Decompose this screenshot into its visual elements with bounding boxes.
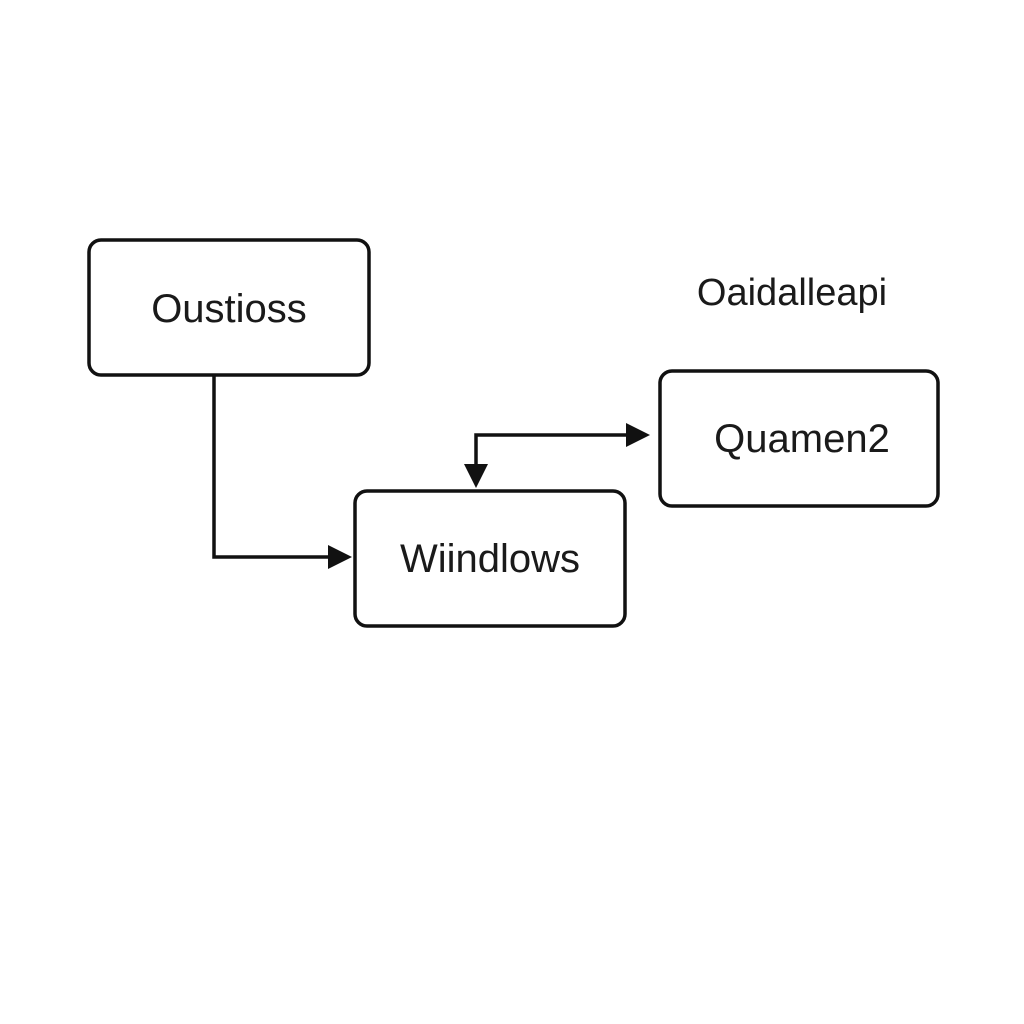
node-oustioss-label: Oustioss [151,287,307,331]
edge-windows-quamen [464,423,650,488]
node-windows: Wiindlows [353,489,627,628]
node-quamen-box [658,369,940,508]
edge-windows-quamen-arrowhead-down [464,464,488,488]
annotation-label: Oaidalleapi [697,272,887,314]
node-quamen-label: Quamen2 [714,417,890,461]
edge-windows-quamen-line [474,433,628,466]
node-windows-box [353,489,627,628]
node-oustioss-box [87,238,371,377]
edge-windows-quamen-arrowhead-right [626,423,650,447]
edge-oustioss-to-windows-line [212,375,330,559]
node-windows-label: Wiindlows [400,537,580,581]
edge-oustioss-to-windows [212,375,352,569]
node-quamen: Quamen2 [658,369,940,508]
node-oustioss: Oustioss [87,238,371,377]
edge-oustioss-to-windows-arrowhead [328,545,352,569]
